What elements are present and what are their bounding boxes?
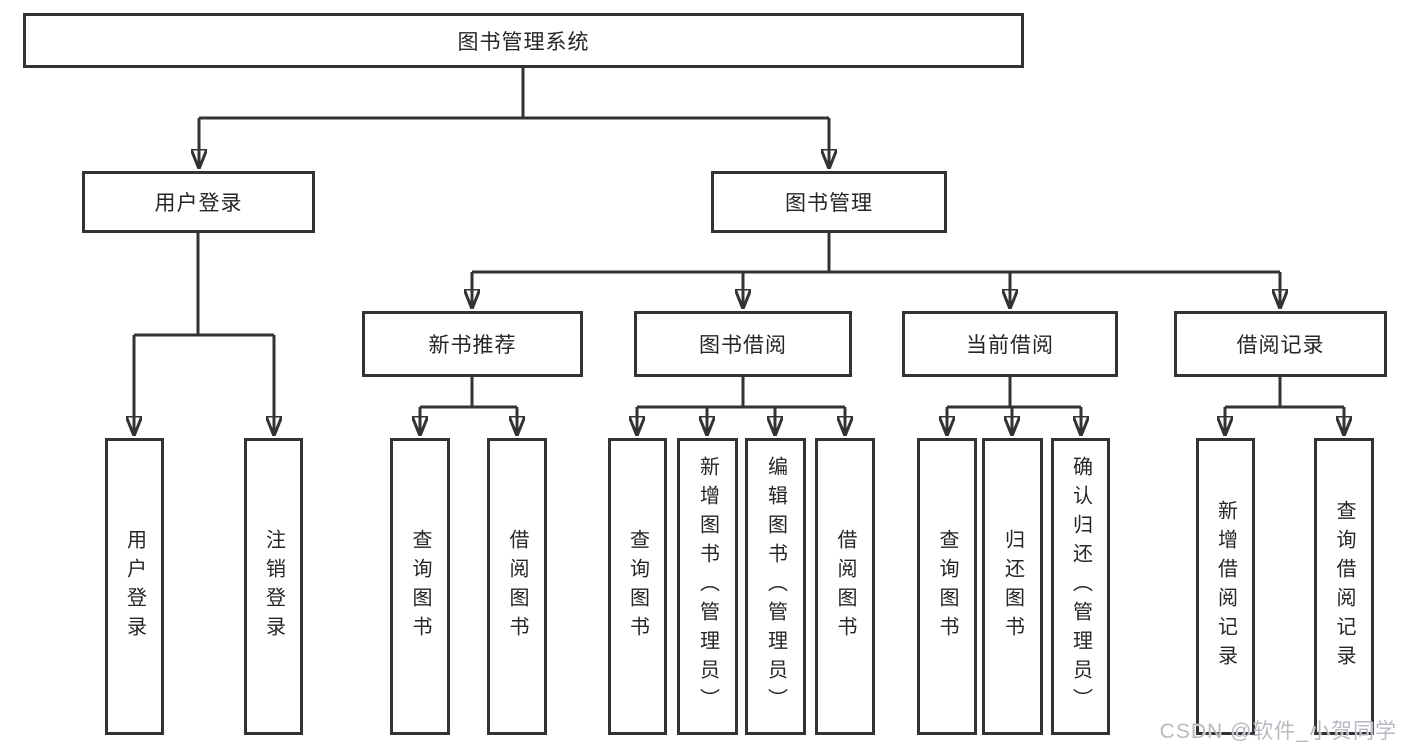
leaf-query-books-borrow: 查询图书 — [608, 438, 667, 735]
leaf-query-borrow-record-label: 查询借阅记录 — [1333, 499, 1355, 674]
leaf-return-book: 归还图书 — [982, 438, 1043, 735]
node-library-system: 图书管理系统 — [23, 13, 1024, 68]
node-borrowing-records: 借阅记录 — [1174, 311, 1387, 377]
leaf-add-book-admin: 新增图书（管理员） — [677, 438, 738, 735]
leaf-edit-book-admin: 编辑图书（管理员） — [745, 438, 806, 735]
leaf-query-books-recommend-label: 查询图书 — [409, 528, 431, 645]
node-current-borrowing: 当前借阅 — [902, 311, 1118, 377]
leaf-borrow-books-recommend-label: 借阅图书 — [506, 528, 528, 645]
node-borrowing-records-label: 借阅记录 — [1236, 334, 1325, 357]
leaf-confirm-return-admin-label: 确认归还（管理员） — [1069, 456, 1092, 717]
leaf-logout: 注销登录 — [244, 438, 303, 735]
leaf-query-borrow-record: 查询借阅记录 — [1314, 438, 1374, 735]
leaf-add-book-admin-label: 新增图书（管理员） — [696, 456, 719, 717]
leaf-query-books-current: 查询图书 — [917, 438, 977, 735]
node-book-borrowing-label: 图书借阅 — [699, 334, 787, 357]
csdn-watermark: CSDN @软件_小贺同学 — [1159, 720, 1397, 743]
leaf-return-book-label: 归还图书 — [1001, 528, 1024, 645]
leaf-add-borrow-record: 新增借阅记录 — [1196, 438, 1255, 735]
leaf-borrow-books-label: 借阅图书 — [834, 528, 856, 645]
leaf-edit-book-admin-label: 编辑图书（管理员） — [764, 456, 787, 717]
leaf-borrow-books: 借阅图书 — [815, 438, 875, 735]
leaf-user-login: 用户登录 — [105, 438, 164, 735]
node-new-book-recommend-label: 新书推荐 — [428, 334, 517, 357]
leaf-query-books-current-label: 查询图书 — [936, 528, 958, 645]
node-library-system-label: 图书管理系统 — [457, 30, 590, 54]
leaf-user-login-label: 用户登录 — [123, 528, 146, 645]
leaf-add-borrow-record-label: 新增借阅记录 — [1214, 499, 1237, 674]
leaf-query-books-recommend: 查询图书 — [390, 438, 450, 735]
node-user-login: 用户登录 — [82, 171, 315, 233]
leaf-borrow-books-recommend: 借阅图书 — [487, 438, 547, 735]
leaf-logout-label: 注销登录 — [262, 528, 285, 645]
leaf-confirm-return-admin: 确认归还（管理员） — [1051, 438, 1110, 735]
node-current-borrowing-label: 当前借阅 — [966, 334, 1054, 357]
node-book-management-label: 图书管理 — [785, 192, 873, 215]
node-new-book-recommend: 新书推荐 — [362, 311, 583, 377]
node-book-management: 图书管理 — [711, 171, 947, 233]
node-user-login-label: 用户登录 — [154, 192, 243, 215]
leaf-query-books-borrow-label: 查询图书 — [626, 528, 649, 645]
node-book-borrowing: 图书借阅 — [634, 311, 852, 377]
